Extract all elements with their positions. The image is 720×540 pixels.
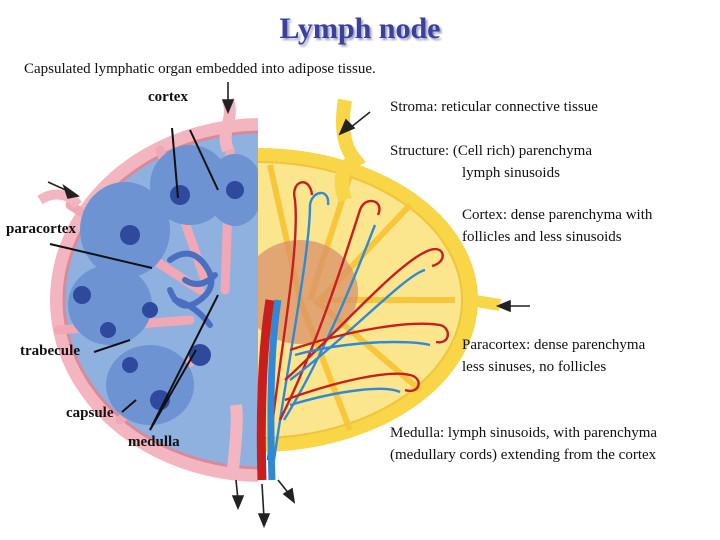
arrow-head-icon [221,99,235,115]
note-structure-sinusoids: lymph sinusoids [462,165,560,181]
node-right-half [258,98,501,461]
arrow-head-icon [257,513,271,529]
afferent-lymphatic-right [469,294,501,311]
note-cortex-detail: follicles and less sinusoids [462,229,622,245]
leader-lines [49,127,219,431]
label-paracortex: paracortex [6,221,76,237]
arrow-head-icon [495,299,511,313]
afferent-lymphatic [334,98,367,203]
label-cortex: cortex [148,89,188,105]
note-medulla: Medulla: lymph sinusoids, with parenchym… [390,425,658,441]
medullary-cords-left [167,250,218,328]
arrow-head-icon [338,118,356,136]
node-left-half [50,118,258,482]
arrow-head-icon [231,495,245,511]
page-title: Lymph node [279,12,441,45]
capillary-loops [266,181,449,461]
germinal-center [258,240,358,344]
label-medulla: medulla [128,434,180,450]
note-medulla-detail: (medullary cords) extending from the cor… [390,447,657,463]
note-structure: Structure: (Cell rich) parenchyma [390,143,593,159]
note-cortex: Cortex: dense parenchyma with [462,207,653,223]
note-paracortex-detail: less sinuses, no follicles [462,359,607,375]
lymphoid-nodules [73,181,244,410]
note-paracortex: Paracortex: dense parenchyma [462,337,646,353]
flow-arrows [47,82,530,529]
label-capsule: capsule [66,405,114,421]
arrow-head-icon [62,183,80,199]
note-stroma: Stroma: reticular connective tissue [390,99,598,115]
subtitle: Capsulated lymphatic organ embedded into… [24,61,376,77]
label-trabecule: trabecule [20,343,80,359]
arrow-head-icon [282,487,296,504]
